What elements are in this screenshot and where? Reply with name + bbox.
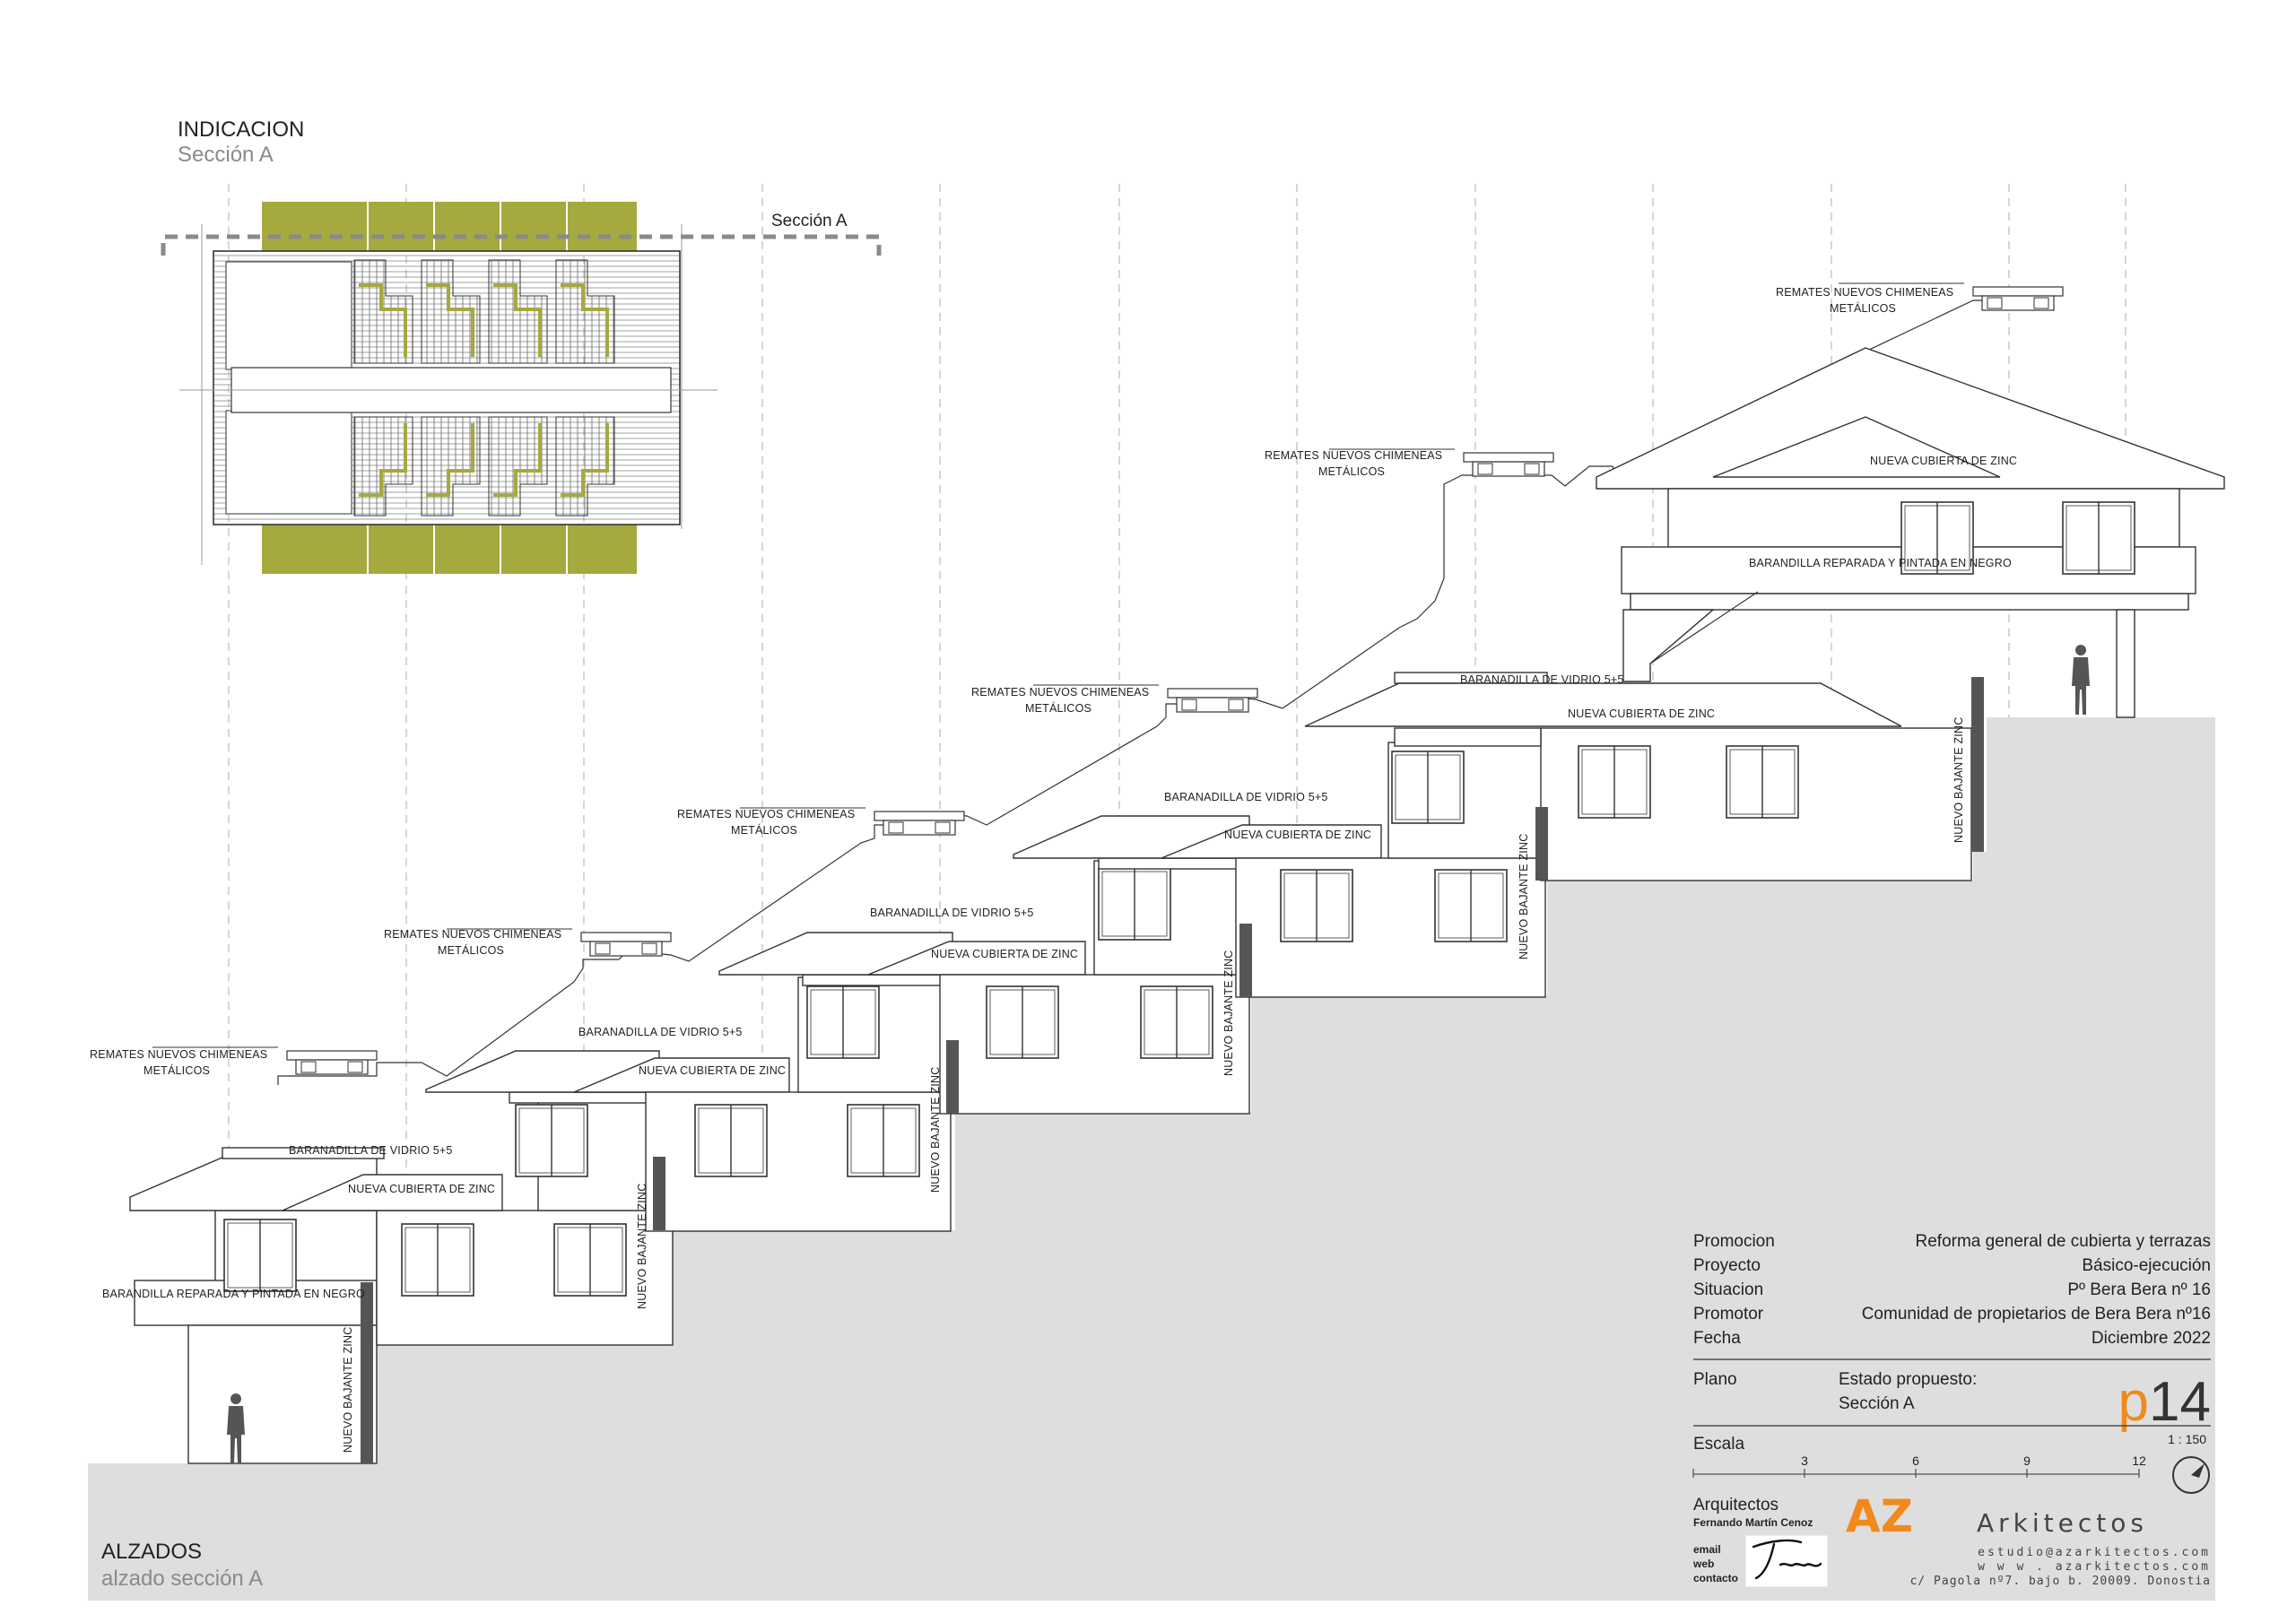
promocion-value: Reforma general de cubierta y terrazas bbox=[1916, 1232, 2212, 1251]
indicacion-title: INDICACION bbox=[178, 117, 304, 142]
svg-text:METÁLICOS: METÁLICOS bbox=[1025, 701, 1091, 715]
module-3 bbox=[718, 860, 1252, 1115]
remates-note-6: REMATES NUEVOS CHIMENEAS METÁLICOS bbox=[1776, 286, 1953, 315]
nuevo-bajante-4: NUEVO BAJANTE ZINC bbox=[1222, 950, 1235, 1076]
proyecto-value: Básico-ejecución bbox=[2082, 1256, 2211, 1275]
remates-note-1: REMATES NUEVOS CHIMENEAS METÁLICOS bbox=[90, 1048, 267, 1077]
nueva-cubierta-4: NUEVA CUBIERTA DE ZINC bbox=[1224, 829, 1371, 841]
indicacion-subtitle: Sección A bbox=[178, 143, 274, 167]
plano-value-1: Estado propuesto: bbox=[1839, 1370, 1977, 1389]
svg-text:REMATES NUEVOS CHIMENEAS: REMATES NUEVOS CHIMENEAS bbox=[90, 1048, 267, 1061]
remates-note-5: REMATES NUEVOS CHIMENEAS METÁLICOS bbox=[1265, 449, 1442, 478]
title-block: Promocion Reforma general de cubierta y … bbox=[1692, 1232, 2211, 1588]
module-2 bbox=[425, 976, 952, 1232]
signature-icon bbox=[1744, 1534, 1829, 1588]
remates-note-4: REMATES NUEVOS CHIMENEAS METÁLICOS bbox=[971, 686, 1149, 715]
firm-email: estudio@azarkitectos.com bbox=[1978, 1546, 2211, 1559]
svg-text:3: 3 bbox=[1801, 1454, 1808, 1468]
proyecto-label: Proyecto bbox=[1693, 1256, 1761, 1275]
firm-logo-mark: AZ bbox=[1846, 1490, 1913, 1542]
module-1 bbox=[129, 1095, 674, 1464]
module-4 bbox=[1013, 742, 1548, 998]
barandilla-vidrio-4: BARANADILLA DE VIDRIO 5+5 bbox=[1164, 791, 1328, 803]
person-figure-icon-2 bbox=[2072, 645, 2090, 715]
module-5 bbox=[1304, 672, 1972, 881]
svg-text:REMATES NUEVOS CHIMENEAS: REMATES NUEVOS CHIMENEAS bbox=[1265, 449, 1442, 462]
situacion-label: Situacion bbox=[1693, 1280, 1763, 1299]
svg-text:REMATES NUEVOS CHIMENEAS: REMATES NUEVOS CHIMENEAS bbox=[677, 808, 855, 820]
svg-text:REMATES NUEVOS CHIMENEAS: REMATES NUEVOS CHIMENEAS bbox=[384, 928, 561, 941]
nuevo-bajante-3: NUEVO BAJANTE ZINC bbox=[929, 1067, 942, 1193]
plano-label: Plano bbox=[1693, 1370, 1737, 1389]
svg-text:METÁLICOS: METÁLICOS bbox=[438, 943, 504, 957]
promotor-value: Comunidad de propietarios de Bera Bera n… bbox=[1862, 1305, 2211, 1324]
architect-name: Fernando Martín Cenoz bbox=[1693, 1516, 1813, 1529]
promotor-label: Promotor bbox=[1693, 1305, 1764, 1324]
svg-text:9: 9 bbox=[2023, 1454, 2031, 1468]
remates-note-2: REMATES NUEVOS CHIMENEAS METÁLICOS bbox=[384, 928, 561, 957]
barandilla-vidrio-3: BARANADILLA DE VIDRIO 5+5 bbox=[870, 907, 1034, 919]
north-arrow-icon bbox=[2172, 1456, 2210, 1494]
scale-ratio: 1 : 150 bbox=[2168, 1432, 2206, 1446]
firm-address: c/ Pagola nº7. bajo b. 20009. Donostia bbox=[1910, 1575, 2211, 1588]
svg-text:6: 6 bbox=[1912, 1454, 1919, 1468]
svg-text:email: email bbox=[1693, 1543, 1721, 1556]
barandilla-negro-label-2: BARANDILLA REPARADA Y PINTADA EN NEGRO bbox=[1749, 557, 2012, 569]
nueva-cubierta-5: NUEVA CUBIERTA DE ZINC bbox=[1568, 707, 1715, 720]
barandilla-vidrio-2: BARANADILLA DE VIDRIO 5+5 bbox=[578, 1026, 743, 1038]
promocion-label: Promocion bbox=[1693, 1232, 1775, 1251]
nuevo-bajante-2: NUEVO BAJANTE ZINC bbox=[636, 1184, 648, 1309]
barandilla-vidrio-5: BARANADILLA DE VIDRIO 5+5 bbox=[1460, 673, 1624, 686]
arquitectos-label: Arquitectos bbox=[1693, 1496, 1779, 1515]
svg-text:METÁLICOS: METÁLICOS bbox=[1830, 301, 1896, 315]
svg-text:REMATES NUEVOS CHIMENEAS: REMATES NUEVOS CHIMENEAS bbox=[971, 686, 1149, 699]
section-cut-line bbox=[161, 234, 882, 256]
contact-labels: email web contacto bbox=[1692, 1543, 1738, 1584]
nueva-cubierta-3: NUEVA CUBIERTA DE ZINC bbox=[931, 948, 1078, 960]
module-6 bbox=[1596, 347, 2225, 852]
sheet-number: p14 bbox=[2118, 1371, 2211, 1433]
fecha-value: Diciembre 2022 bbox=[2092, 1329, 2211, 1348]
svg-text:METÁLICOS: METÁLICOS bbox=[731, 823, 797, 837]
alzados-subtitle: alzado sección A bbox=[101, 1567, 263, 1591]
barandilla-vidrio-1: BARANADILLA DE VIDRIO 5+5 bbox=[289, 1144, 453, 1157]
plano-value-2: Sección A bbox=[1839, 1394, 1915, 1413]
situacion-value: Pº Bera Bera nº 16 bbox=[2067, 1280, 2211, 1299]
svg-text:contacto: contacto bbox=[1693, 1572, 1738, 1584]
key-plan bbox=[179, 202, 718, 574]
nuevo-bajante-6: NUEVO BAJANTE ZINC bbox=[1952, 717, 1965, 843]
svg-text:REMATES NUEVOS CHIMENEAS: REMATES NUEVOS CHIMENEAS bbox=[1776, 286, 1953, 299]
barandilla-negro-label: BARANDILLA REPARADA Y PINTADA EN NEGRO bbox=[102, 1288, 365, 1300]
nueva-cubierta-2: NUEVA CUBIERTA DE ZINC bbox=[639, 1064, 786, 1077]
nuevo-bajante-5: NUEVO BAJANTE ZINC bbox=[1518, 834, 1530, 959]
svg-text:12: 12 bbox=[2132, 1454, 2146, 1468]
firm-logo-name: Arkitectos bbox=[1977, 1508, 2148, 1538]
scale-bar: 3 6 9 12 bbox=[1692, 1454, 2146, 1478]
firm-web: w w w . azarkitectos.com bbox=[1978, 1560, 2211, 1574]
fecha-label: Fecha bbox=[1693, 1329, 1741, 1348]
nueva-cubierta-1: NUEVA CUBIERTA DE ZINC bbox=[348, 1183, 495, 1195]
alzados-title: ALZADOS bbox=[101, 1540, 202, 1564]
svg-text:METÁLICOS: METÁLICOS bbox=[1318, 464, 1385, 478]
remates-note-3: REMATES NUEVOS CHIMENEAS METÁLICOS bbox=[677, 808, 855, 837]
section-cut-label: Sección A bbox=[771, 212, 848, 230]
nuevo-bajante-1: NUEVO BAJANTE ZINC bbox=[342, 1327, 354, 1453]
nueva-cubierta-6: NUEVA CUBIERTA DE ZINC bbox=[1870, 455, 2017, 467]
svg-text:web: web bbox=[1692, 1558, 1714, 1570]
svg-text:METÁLICOS: METÁLICOS bbox=[144, 1063, 210, 1077]
escala-label: Escala bbox=[1693, 1435, 1744, 1454]
terrain bbox=[88, 717, 2215, 1601]
